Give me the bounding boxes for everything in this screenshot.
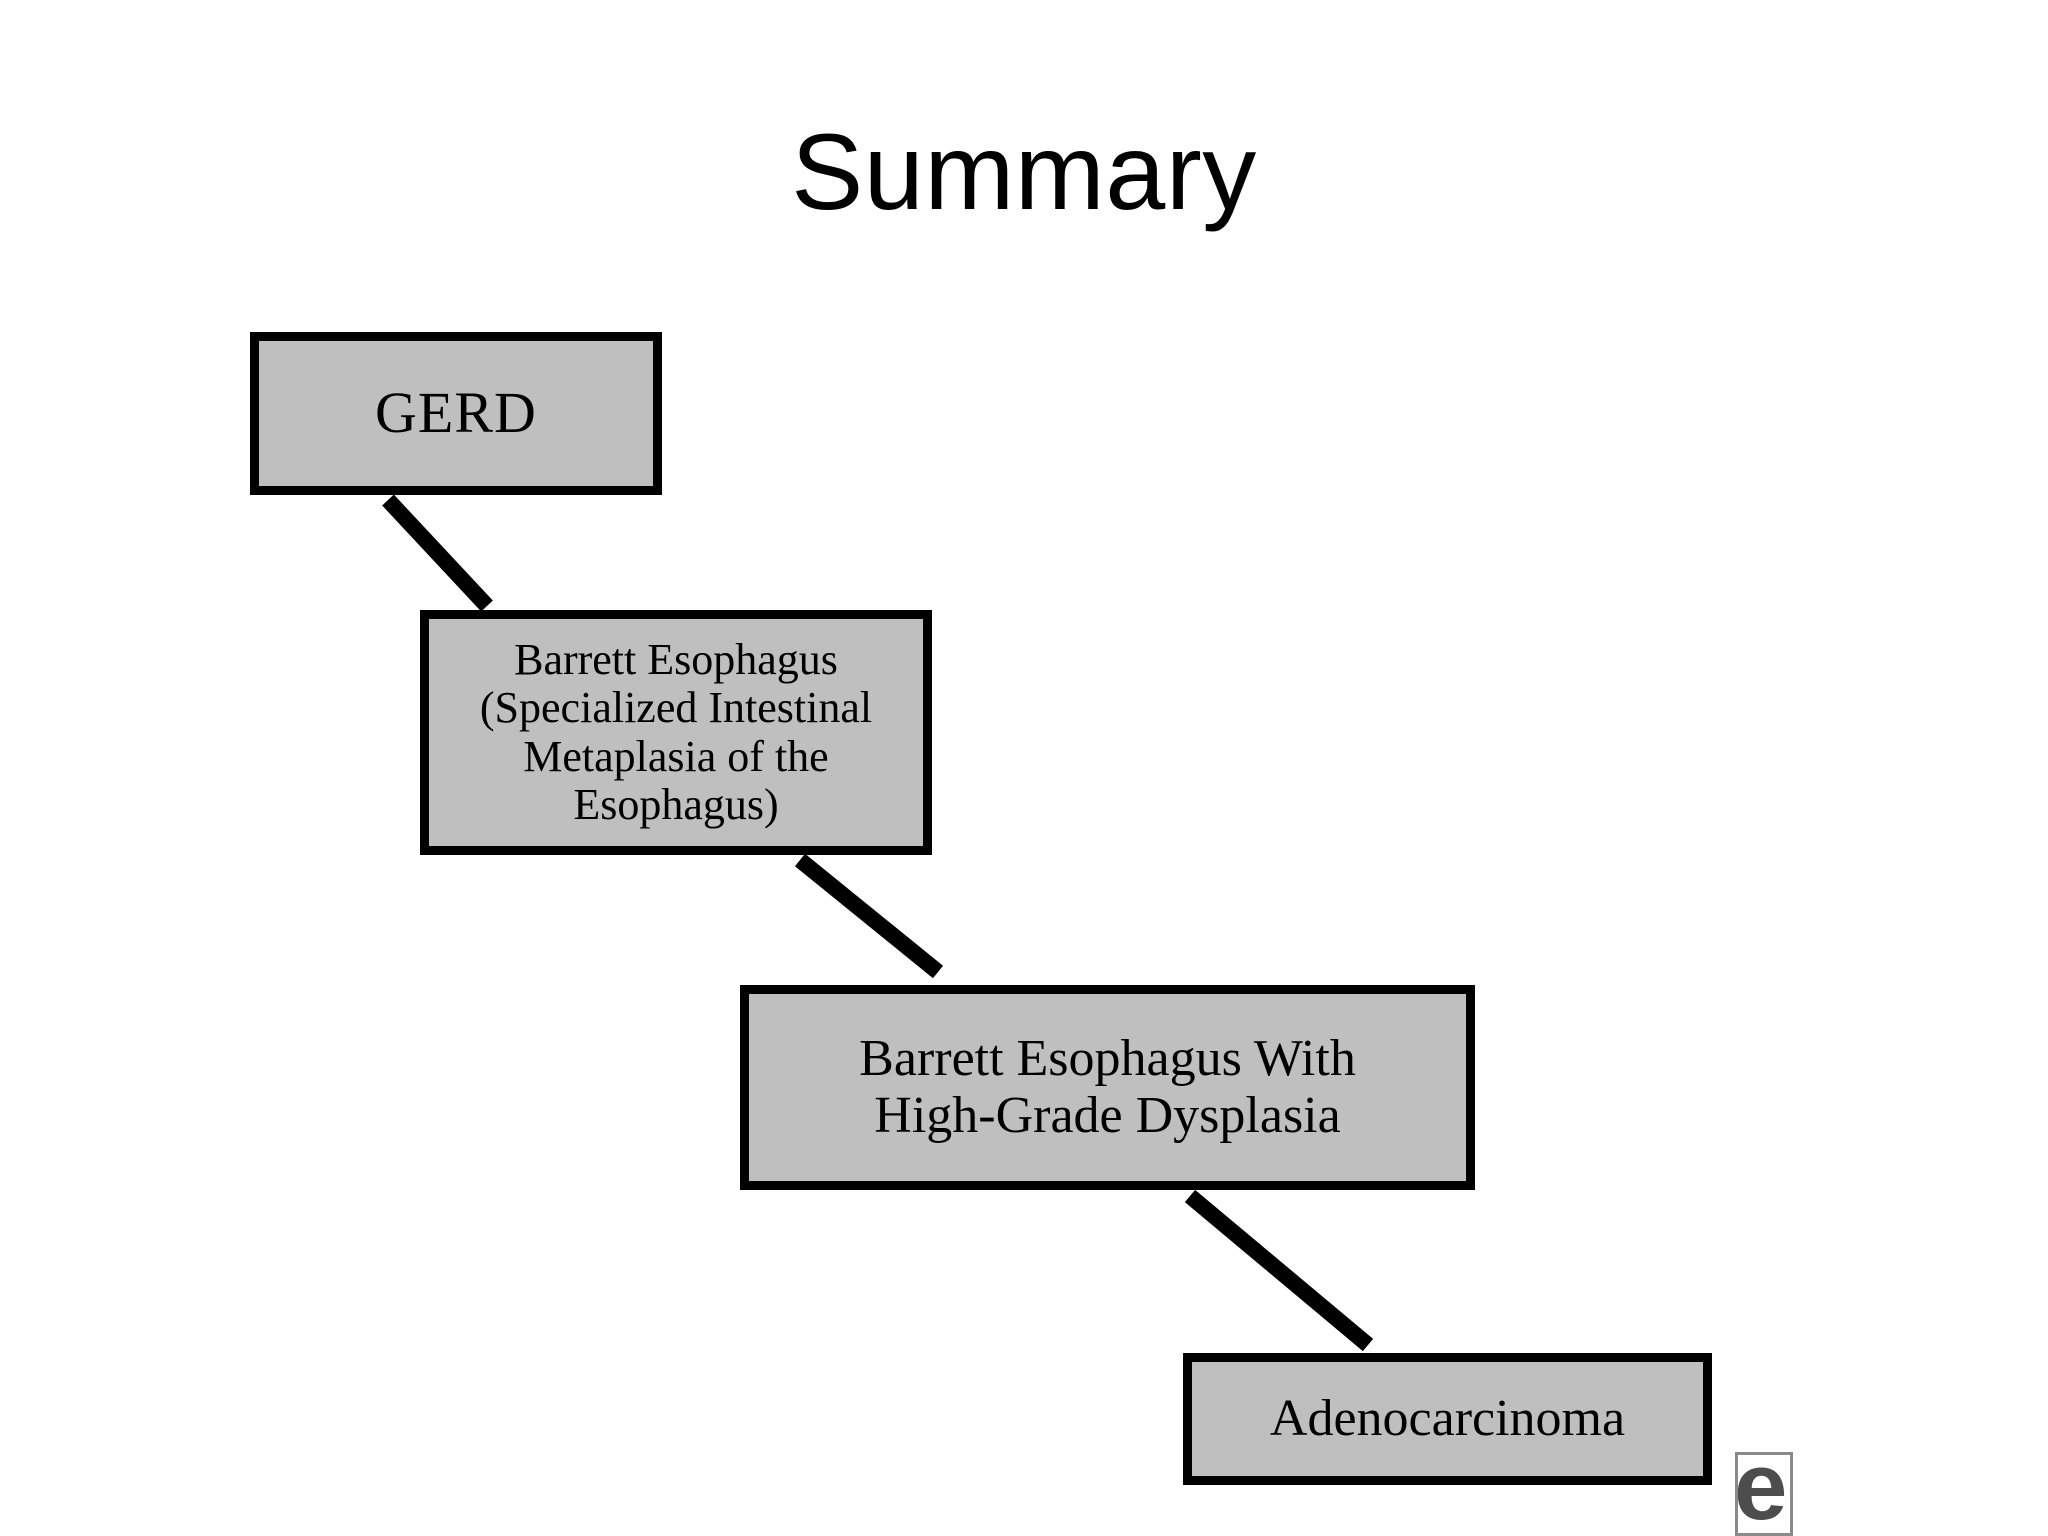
- flow-node-barrett-esophagus-label: Barrett Esophagus (Specialized Intestina…: [479, 634, 873, 829]
- flow-node-high-grade-dysplasia-label: Barrett Esophagus With High-Grade Dyspla…: [859, 1030, 1356, 1144]
- logo-e-icon: e: [1735, 1452, 1788, 1536]
- page-title: Summary: [791, 111, 1257, 232]
- connector-barrett-to-hgd: [794, 853, 944, 979]
- brand-logo: e: [1735, 1452, 1793, 1536]
- connector-gerd-to-barrett: [382, 494, 493, 612]
- flow-node-high-grade-dysplasia[interactable]: Barrett Esophagus With High-Grade Dyspla…: [740, 985, 1475, 1190]
- connector-hgd-to-adeno: [1184, 1189, 1374, 1352]
- flow-node-adenocarcinoma-label: Adenocarcinoma: [1269, 1389, 1626, 1447]
- flow-node-adenocarcinoma[interactable]: Adenocarcinoma: [1183, 1353, 1712, 1485]
- flow-node-barrett-esophagus[interactable]: Barrett Esophagus (Specialized Intestina…: [420, 610, 932, 855]
- flow-node-gerd[interactable]: GERD: [250, 332, 662, 495]
- flow-node-gerd-label: GERD: [375, 380, 537, 446]
